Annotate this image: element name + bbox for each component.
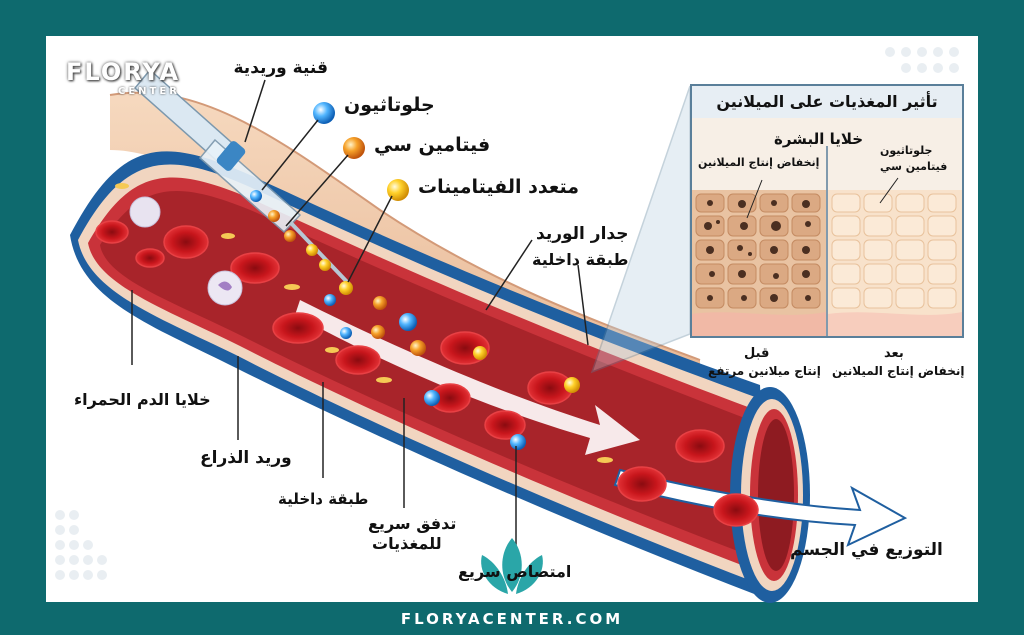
label-vein-wall: جدار الوريد bbox=[536, 224, 629, 244]
label-fast-absorption: امتصاص سريع bbox=[458, 562, 572, 581]
label-inner-layer-top: طبقة داخلية bbox=[532, 250, 629, 269]
label-multivitamins: متعدد الفيتامينات bbox=[418, 176, 580, 198]
skin-cells-after bbox=[828, 190, 962, 336]
flow-arrow-main bbox=[295, 300, 640, 455]
inset-nutrients-1: جلوتاثيون bbox=[880, 144, 933, 157]
footer-url[interactable]: FLORYACENTER.COM bbox=[400, 610, 624, 628]
white-blood-cells bbox=[129, 196, 243, 306]
label-inner-layer-bottom: طبقة داخلية bbox=[278, 490, 369, 508]
label-arm-vein: وريد الذراع bbox=[200, 448, 292, 468]
iv-cannula-icon bbox=[133, 68, 352, 287]
lotus-logo-icon bbox=[481, 538, 543, 594]
decorative-dots bbox=[55, 47, 959, 580]
glutathione-sphere-icon bbox=[313, 102, 335, 124]
flow-arrow-distribution bbox=[613, 468, 908, 547]
label-red-blood-cells: خلايا الدم الحمراء bbox=[74, 390, 211, 409]
nutrient-particles bbox=[250, 190, 580, 450]
label-glutathione: جلوتاثيون bbox=[344, 94, 435, 116]
label-fast-flow-2: للمغذيات bbox=[372, 534, 442, 553]
melanin-inset: تأثير المغذيات على الميلانين bbox=[690, 84, 964, 338]
inset-title: تأثير المغذيات على الميلانين bbox=[692, 86, 962, 120]
vitamin-c-sphere-icon bbox=[343, 137, 365, 159]
brand-logo-sub: CENTER bbox=[118, 86, 180, 97]
brand-logo: FLORYA bbox=[66, 58, 181, 86]
skin-cells-before bbox=[692, 190, 826, 336]
platelets bbox=[115, 183, 613, 463]
red-blood-cells bbox=[95, 220, 759, 527]
before-desc: إنتاج ميلانين مرتفع bbox=[708, 364, 821, 378]
before-label: قبل bbox=[744, 346, 770, 361]
inset-skin-cells: خلايا البشرة bbox=[774, 130, 864, 148]
multivitamins-sphere-icon bbox=[387, 179, 409, 201]
after-desc: إنخفاض إنتاج الميلانين bbox=[832, 364, 965, 378]
label-body-distribution: التوزيع في الجسم bbox=[790, 540, 943, 560]
label-fast-flow-1: تدفق سريع bbox=[368, 514, 457, 533]
after-label: بعد bbox=[884, 346, 904, 361]
skin-cells-icon bbox=[692, 118, 962, 336]
label-iv-bag: قنية وريدية bbox=[233, 58, 329, 78]
label-vitamin-c: فيتامين سي bbox=[374, 134, 491, 156]
inset-reduced-melanin-top: إنخفاض إنتاج الميلانين bbox=[698, 156, 820, 169]
inset-nutrients-2: فيتامين سي bbox=[880, 160, 948, 173]
